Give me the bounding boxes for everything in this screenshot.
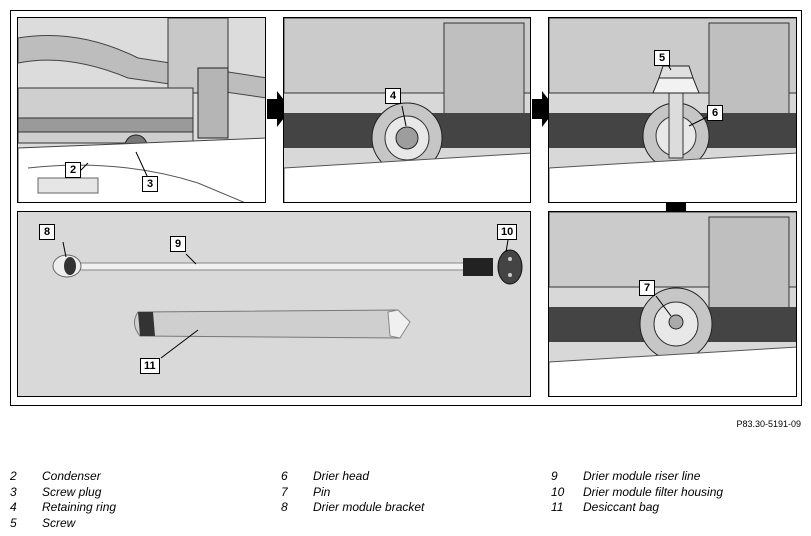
panel-pin: 7 [548, 211, 797, 397]
callout-7: 7 [639, 280, 655, 296]
arrow-right-icon [267, 91, 291, 127]
panel-screw-drier-head: 5 6 [548, 17, 797, 203]
screw-drier-head-illustration [549, 18, 796, 202]
callout-3: 3 [142, 176, 158, 192]
drier-module-parts-illustration [18, 212, 530, 396]
condenser-illustration [18, 18, 265, 202]
callout-6: 6 [707, 105, 723, 121]
callout-9: 9 [170, 236, 186, 252]
figure-reference: P83.30-5191-09 [736, 419, 801, 429]
figure-frame: 2 3 4 [10, 10, 802, 406]
panel-retaining-ring: 4 [283, 17, 531, 203]
callout-10: 10 [497, 224, 518, 240]
callout-2: 2 [65, 162, 81, 178]
callout-8: 8 [39, 224, 55, 240]
panel-drier-module-parts: 8 9 10 11 [17, 211, 531, 397]
panel-condenser-overview: 2 3 [17, 17, 266, 203]
callout-4: 4 [385, 88, 401, 104]
callout-11: 11 [140, 358, 160, 374]
retaining-ring-illustration [284, 18, 530, 202]
pin-illustration [549, 212, 796, 396]
arrow-right-icon [532, 91, 556, 127]
callout-5: 5 [654, 50, 670, 66]
